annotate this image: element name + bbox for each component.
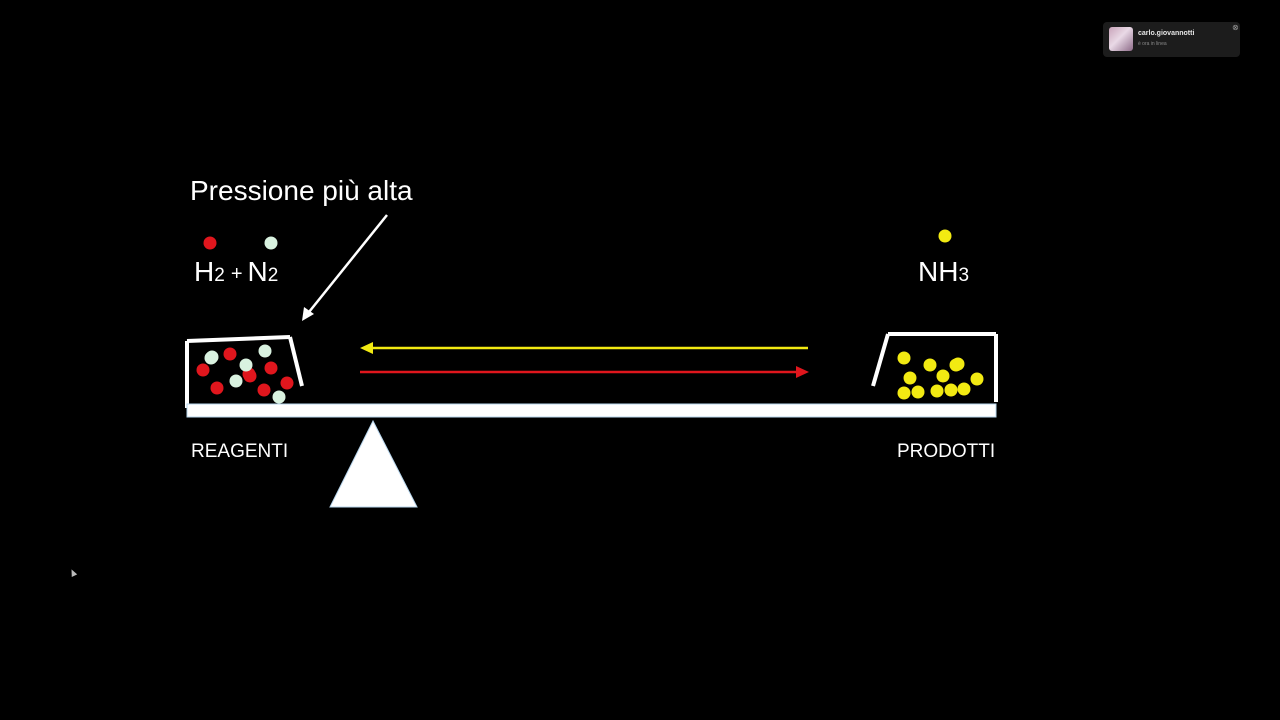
formula-h: H	[194, 256, 214, 287]
products-label: PRODOTTI	[897, 441, 995, 462]
notification-username: carlo.giovannotti	[1138, 30, 1195, 37]
product-formula: NH3	[918, 256, 969, 287]
close-icon[interactable]: ⊗	[1232, 23, 1239, 32]
nh3-molecule	[936, 369, 950, 383]
left-pan	[185, 335, 304, 408]
right-pan	[871, 332, 998, 402]
nh3-molecule	[897, 351, 911, 365]
online-notification[interactable]: carlo.giovannotti è ora in linea ⊗	[1103, 22, 1240, 57]
h2-molecule	[243, 369, 257, 383]
reverse-reaction-arrow	[360, 342, 808, 354]
legend-nh3-molecule	[938, 229, 952, 243]
annotation-arrow	[302, 214, 388, 321]
n2-molecule	[229, 374, 243, 388]
balance-beam	[186, 403, 997, 418]
notification-status: è ora in linea	[1138, 41, 1167, 47]
n2-molecule	[258, 344, 272, 358]
formula-nh-subscript: 3	[958, 265, 969, 286]
nh3-molecule	[944, 383, 958, 397]
h2-molecule	[223, 347, 237, 361]
nh3-molecule	[923, 358, 937, 372]
left-pan-molecules	[196, 344, 294, 404]
forward-reaction-arrow	[360, 366, 809, 378]
h2-molecule	[196, 363, 210, 377]
reactants-formula: H2+N2	[194, 256, 278, 287]
h2-molecule	[264, 361, 278, 375]
avatar	[1109, 27, 1133, 51]
nh3-molecule	[957, 382, 971, 396]
formula-n: N	[248, 256, 268, 287]
h2-molecule	[257, 383, 271, 397]
nh3-molecule	[970, 372, 984, 386]
n2-molecule	[239, 358, 253, 372]
nh3-molecule	[911, 385, 925, 399]
fulcrum-triangle	[329, 419, 418, 508]
legend-h2-molecule	[203, 236, 217, 250]
h2-molecule	[280, 376, 294, 390]
nh3-molecule	[930, 384, 944, 398]
nh3-molecule	[903, 371, 917, 385]
formula-nh: NH	[918, 256, 958, 287]
nh3-molecule	[949, 358, 963, 372]
nh3-molecule	[897, 386, 911, 400]
h2-molecule	[210, 381, 224, 395]
reactants-label: REAGENTI	[191, 441, 288, 462]
n2-molecule	[272, 390, 286, 404]
annotation-text: Pressione più alta	[190, 175, 413, 206]
right-pan-molecules	[897, 351, 984, 400]
legend-n2-molecule	[264, 236, 278, 250]
formula-h-subscript: 2	[214, 265, 225, 286]
n2-molecule	[205, 350, 219, 364]
formula-plus: +	[231, 263, 243, 285]
formula-n-subscript: 2	[268, 265, 279, 286]
